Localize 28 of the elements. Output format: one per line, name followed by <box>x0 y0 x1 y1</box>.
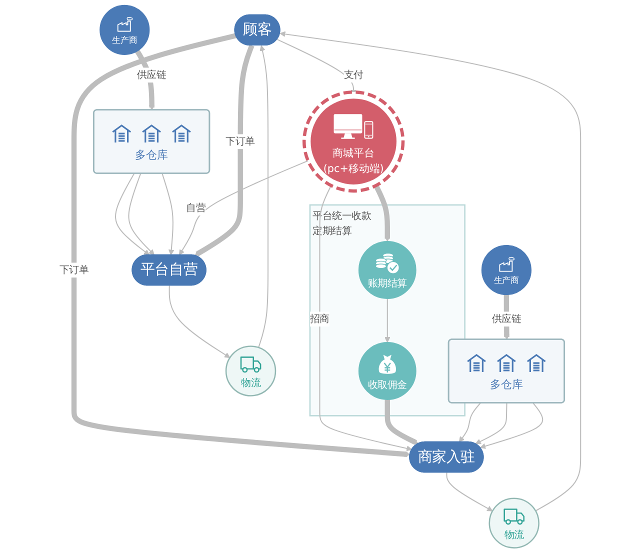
arrow <box>162 173 174 256</box>
arrow <box>384 400 418 445</box>
arrow <box>475 403 508 444</box>
arrow <box>194 44 254 256</box>
node-circle: 物流 <box>488 498 540 548</box>
edge-label: 供应链 <box>136 68 166 81</box>
arrow <box>384 298 390 343</box>
node-circle: 收取佣金 <box>358 342 416 400</box>
node-circle: 账期结算 <box>358 241 416 299</box>
edge-label: 下订单 <box>226 135 255 148</box>
arrow <box>446 472 493 512</box>
node-circle: 生产商 <box>481 244 532 296</box>
arrow <box>258 45 269 348</box>
node-circle: 物流 <box>225 346 276 396</box>
arrow <box>115 173 150 256</box>
edge-label: 供应链 <box>492 312 522 325</box>
edge-label: 招商 <box>310 312 330 325</box>
arrow <box>128 173 155 256</box>
arrow <box>71 33 410 458</box>
arrow <box>280 31 582 512</box>
arrow <box>168 286 230 358</box>
edge-label: 自营 <box>186 202 206 214</box>
arrow <box>458 402 481 442</box>
arrow <box>480 402 544 449</box>
edge-label: 下订单 <box>59 264 89 276</box>
node-circle: 生产商 <box>100 4 150 55</box>
node-circle: 商城平台 (pc+移动端) <box>302 90 405 193</box>
edge-label: 支付 <box>344 68 364 81</box>
